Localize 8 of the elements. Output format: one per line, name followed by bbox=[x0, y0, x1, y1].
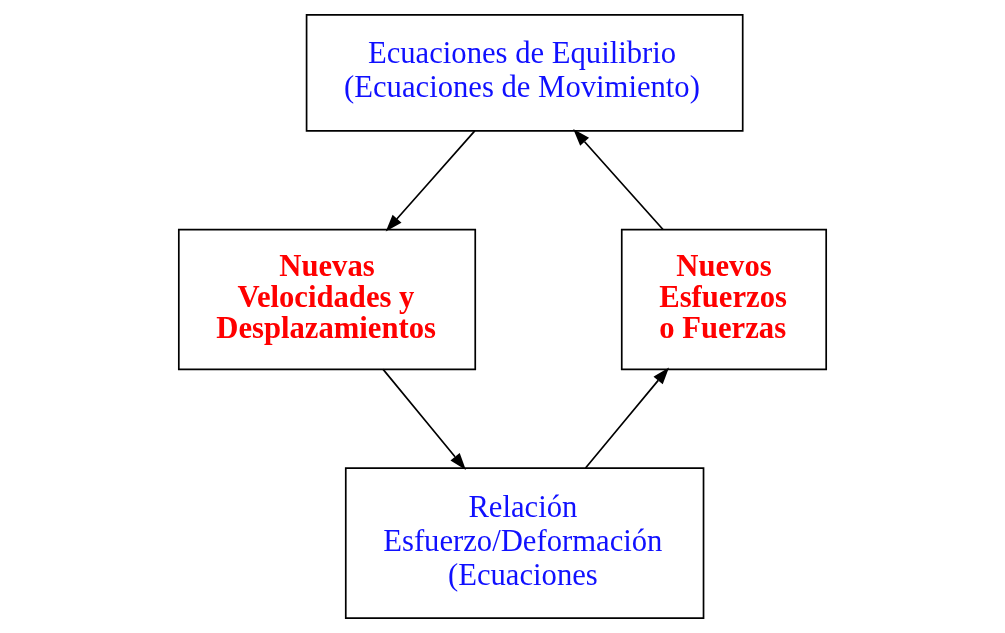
node-box: Nuevos Esfuerzos o Fuerzas bbox=[620, 228, 828, 371]
arrow bbox=[382, 368, 466, 470]
arrow bbox=[573, 129, 664, 231]
node-box: Relación Esfuerzo/Deformación (Ecuaciones bbox=[344, 467, 705, 619]
node-box: Nuevas Velocidades y Desplazamientos bbox=[177, 228, 477, 371]
node-box: Ecuaciones de Equilibrio (Ecuaciones de Movimiento) bbox=[305, 14, 744, 132]
arrow bbox=[385, 130, 476, 232]
arrow bbox=[584, 367, 670, 469]
